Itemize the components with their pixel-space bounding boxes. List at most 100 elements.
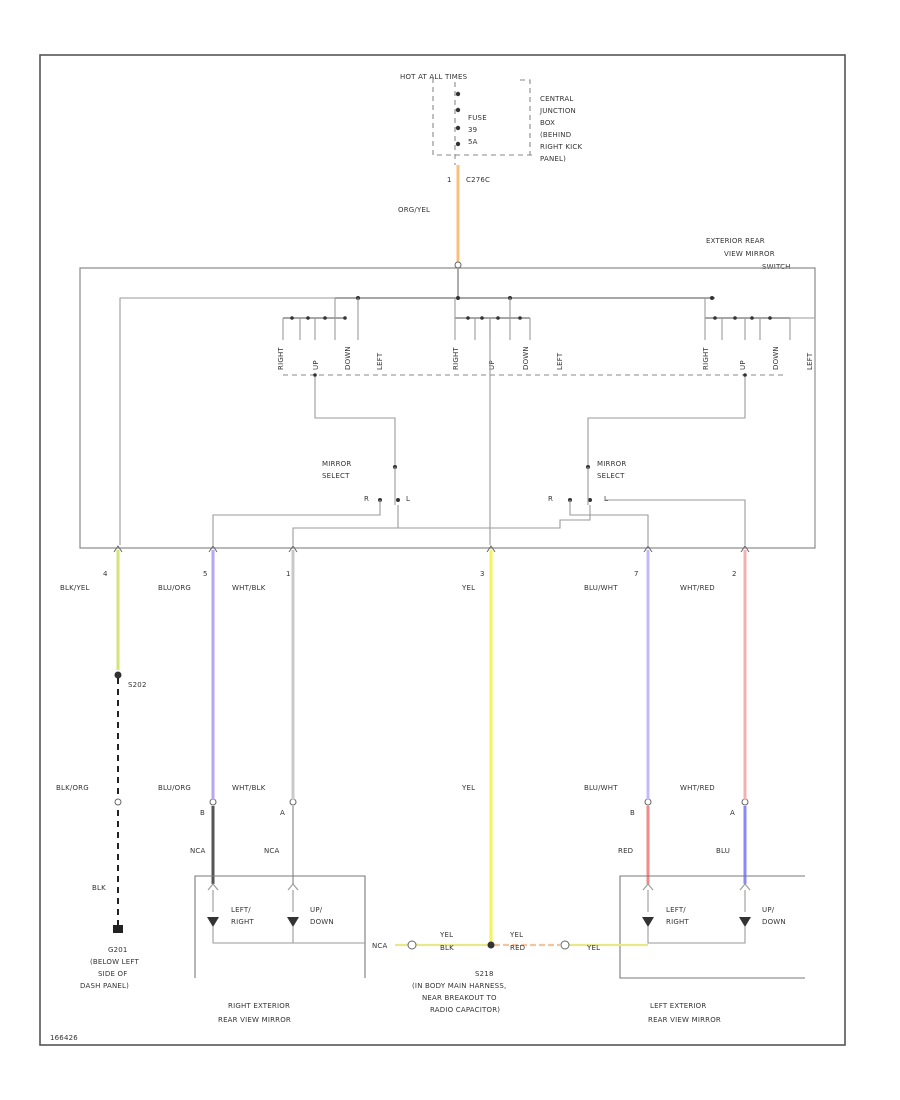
left-mirror-ud-motor-icon bbox=[739, 917, 751, 927]
splice-right-label-2: RED bbox=[510, 944, 525, 952]
selector-right-label-2: SELECT bbox=[597, 472, 625, 480]
ground-wire-label-bottom: BLK bbox=[92, 884, 106, 892]
right-mirror-ud-motor-icon bbox=[287, 917, 299, 927]
splice-s218-dot bbox=[487, 941, 495, 949]
selector-left-pos-r: R bbox=[364, 495, 369, 503]
right-mirror-motor-1b: RIGHT bbox=[231, 918, 254, 926]
wire-blk-yel-label: BLK/YEL bbox=[60, 584, 90, 592]
pin-2-terminal bbox=[740, 545, 750, 553]
harness-labels: 4 BLK/YEL 5 BLU/ORG 1 WHT/BLK 3 YEL 7 BL… bbox=[60, 570, 737, 592]
wire-wht-red-label: WHT/RED bbox=[680, 584, 715, 592]
contact-label-r-up: UP bbox=[739, 360, 747, 370]
ground-location-2: SIDE OF bbox=[98, 970, 127, 978]
left-mirror-pin-a: A bbox=[730, 809, 735, 817]
mirror-switch: EXTERIOR REAR VIEW MIRROR SWITCH bbox=[79, 237, 816, 549]
selector-left-pos-l: L bbox=[406, 495, 410, 503]
left-mirror-motor-1a: LEFT/ bbox=[666, 906, 686, 914]
left-mirror-housing bbox=[619, 875, 805, 979]
left-mirror-pin-b: B bbox=[630, 809, 635, 817]
left-mirror-lr-motor-icon bbox=[642, 917, 654, 927]
right-mirror-motor-1a: LEFT/ bbox=[231, 906, 251, 914]
contact-label-c-right: RIGHT bbox=[452, 347, 460, 370]
right-mirror-common-label: NCA bbox=[372, 942, 388, 950]
splice-location-2: NEAR BREAKOUT TO bbox=[422, 994, 497, 1002]
pin-5-terminal bbox=[208, 545, 218, 553]
mirror-connector-labels: BLU/ORG WHT/BLK B A NCA NCA YEL BLU/WHT … bbox=[158, 784, 735, 855]
splice-right-label-1: YEL bbox=[509, 931, 523, 939]
splice-right-tail-label: YEL bbox=[586, 944, 600, 952]
contact-label-l-right: RIGHT bbox=[277, 347, 285, 370]
hot-at-all-times-label: HOT AT ALL TIMES bbox=[400, 73, 468, 81]
cjb-label-1: CENTRAL bbox=[540, 95, 574, 103]
contact-label-c-down: DOWN bbox=[522, 346, 530, 370]
ground-wire-label-top: BLK/ORG bbox=[56, 784, 89, 792]
right-mirror-in-label-1: BLU/ORG bbox=[158, 784, 191, 792]
selector-right-label-1: MIRROR bbox=[597, 460, 626, 468]
left-mirror-connector-a bbox=[739, 883, 751, 891]
ground-circuit: S202 BLK/ORG BLK G201 (BELOW LEFT SIDE O… bbox=[56, 671, 147, 990]
pin-7-number: 7 bbox=[634, 570, 639, 578]
cjb-label-5: RIGHT KICK bbox=[540, 143, 582, 151]
left-exterior-mirror: LEFT/ RIGHT UP/ DOWN LEFT EXTERIOR REAR … bbox=[619, 875, 805, 1024]
wire-yel-label: YEL bbox=[461, 584, 475, 592]
cjb-label-2: JUNCTION bbox=[539, 107, 576, 115]
figure-id: 166426 bbox=[50, 1034, 78, 1042]
contact-label-l-up: UP bbox=[312, 360, 320, 370]
connector-id-label: C276C bbox=[466, 176, 490, 184]
right-mirror-in-label-2: WHT/BLK bbox=[232, 784, 266, 792]
ground-icon bbox=[113, 925, 123, 933]
right-mirror-motor-2a: UP/ bbox=[310, 906, 323, 914]
wire-blu-org-label: BLU/ORG bbox=[158, 584, 191, 592]
fuse-rating: 5A bbox=[468, 138, 478, 146]
selector-right-pos-l: L bbox=[604, 495, 608, 503]
right-mirror-title-2: REAR VIEW MIRROR bbox=[218, 1016, 291, 1024]
contact-label-c-left: LEFT bbox=[556, 352, 564, 370]
splice-location-1: (IN BODY MAIN HARNESS, bbox=[412, 982, 506, 990]
fuse-number: 39 bbox=[468, 126, 477, 134]
contact-label-l-left: LEFT bbox=[376, 352, 384, 370]
contact-label-r-down: DOWN bbox=[772, 346, 780, 370]
ground-location-1: (BELOW LEFT bbox=[90, 958, 139, 966]
pin-1-terminal bbox=[288, 545, 298, 553]
selector-right-pos-r: R bbox=[548, 495, 553, 503]
left-mirror-in-label-2: WHT/RED bbox=[680, 784, 715, 792]
right-mirror-lr-motor-icon bbox=[207, 917, 219, 927]
pin-2-number: 2 bbox=[732, 570, 737, 578]
switch-title-1: EXTERIOR REAR bbox=[706, 237, 765, 245]
left-mirror-title-1: LEFT EXTERIOR bbox=[650, 1002, 706, 1010]
left-mirror-motor-2a: UP/ bbox=[762, 906, 775, 914]
left-mirror-in-label-1: BLU/WHT bbox=[584, 784, 618, 792]
harness-wires bbox=[116, 550, 747, 945]
connector-pin-label: 1 bbox=[447, 176, 452, 184]
pin-4-number: 4 bbox=[103, 570, 108, 578]
splice-right-connector bbox=[560, 940, 570, 950]
center-splice: YEL BLK YEL RED YEL S218 (IN BODY MAIN H… bbox=[395, 931, 648, 1014]
right-mirror-connector-a bbox=[287, 883, 299, 891]
cjb-label-6: PANEL) bbox=[540, 155, 566, 163]
switch-title-2: VIEW MIRROR bbox=[724, 250, 775, 258]
right-exterior-mirror: LEFT/ RIGHT UP/ DOWN NCA RIGHT EXTERIOR … bbox=[194, 875, 388, 1024]
left-mirror-motor-2b: DOWN bbox=[762, 918, 786, 926]
pin-3-number: 3 bbox=[480, 570, 485, 578]
ground-splice-label: S202 bbox=[128, 681, 147, 689]
right-mirror-pin-b: B bbox=[200, 809, 205, 817]
power-source: HOT AT ALL TIMES FUSE 39 5A CENTRAL JUNC… bbox=[400, 73, 582, 184]
switch-connector-pins bbox=[113, 545, 750, 806]
diagram-frame bbox=[39, 54, 846, 1046]
cjb-label-3: BOX bbox=[540, 119, 555, 127]
selector-left-label-2: SELECT bbox=[322, 472, 350, 480]
splice-left-label-1: YEL bbox=[439, 931, 453, 939]
ground-location-3: DASH PANEL) bbox=[80, 982, 129, 990]
left-mirror-out-label-2: BLU bbox=[716, 847, 730, 855]
junction-box-outline bbox=[432, 78, 535, 156]
wire-wht-blk-label: WHT/BLK bbox=[232, 584, 266, 592]
pin-1-number: 1 bbox=[286, 570, 291, 578]
splice-location-3: RADIO CAPACITOR) bbox=[430, 1006, 500, 1014]
right-mirror-motor-2b: DOWN bbox=[310, 918, 334, 926]
splice-left-label-2: BLK bbox=[440, 944, 454, 952]
right-mirror-pin-a: A bbox=[280, 809, 285, 817]
right-mirror-out-label-2: NCA bbox=[264, 847, 280, 855]
switch-title-3: SWITCH bbox=[762, 263, 791, 271]
splice-left-connector bbox=[407, 940, 417, 950]
